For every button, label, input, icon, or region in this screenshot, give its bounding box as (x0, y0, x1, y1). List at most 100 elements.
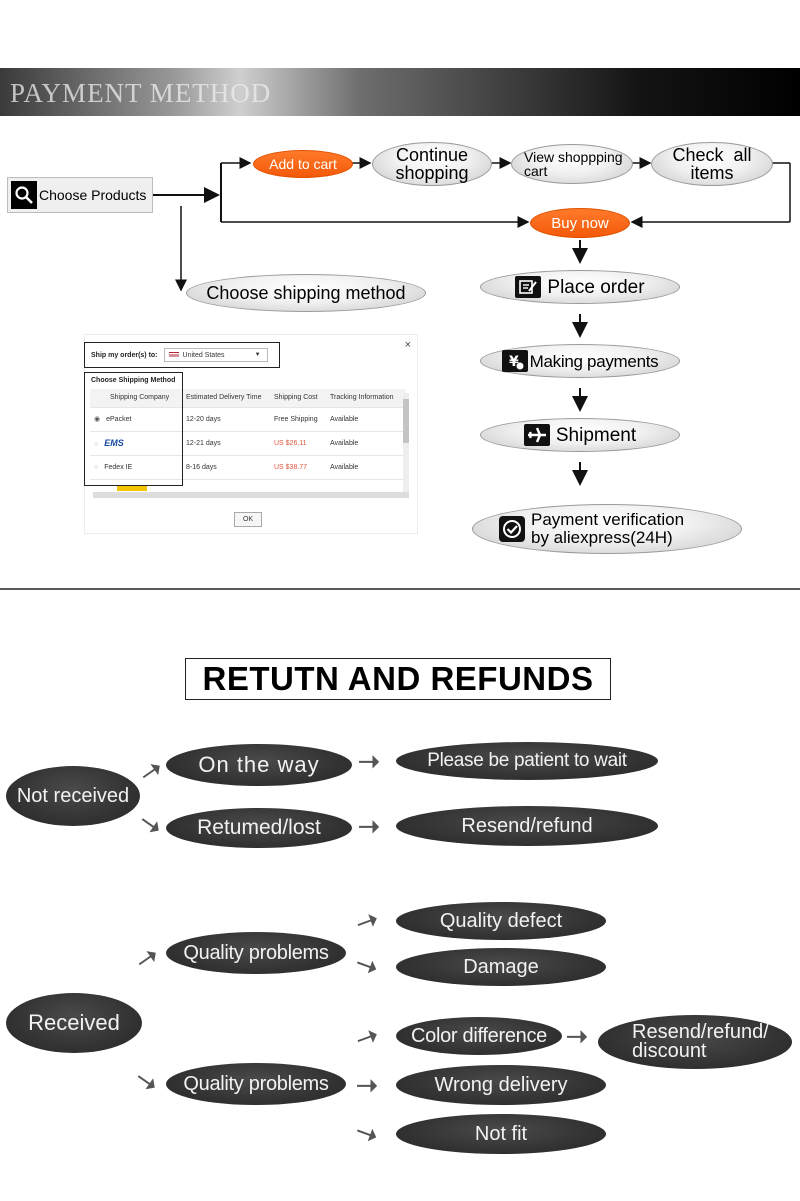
view-cart-line1: View shoppping (524, 149, 623, 165)
check-items-line2: items (690, 163, 734, 183)
time-cell: 12-21 days (182, 431, 270, 456)
svg-text:¥: ¥ (509, 354, 519, 370)
chevron-down-icon: ▼ (254, 352, 261, 358)
horizontal-scrollbar[interactable] (93, 492, 409, 498)
section-header-bar (0, 68, 800, 116)
arrow-down-icon: ➝ (129, 1062, 165, 1100)
company-cell: ◉ ePacket (90, 407, 182, 432)
arrow-right-icon: ➝ (351, 903, 383, 939)
resend-refund-discount-line1: Resend/refund/ (632, 1021, 769, 1043)
country-value: United States (182, 351, 225, 359)
col-time: Estimated Delivery Time (182, 389, 270, 408)
us-flag-icon (168, 352, 179, 358)
view-cart-pill[interactable]: View shoppping cart (511, 144, 633, 184)
arrow-right-icon: ➝ (566, 1021, 588, 1051)
continue-shopping-pill[interactable]: Continue shopping (372, 142, 492, 186)
col-tracking: Tracking Information (326, 389, 406, 408)
method-label: Choose Shipping Method (91, 377, 176, 384)
not-fit-node[interactable]: Not fit (396, 1114, 606, 1154)
check-items-pill[interactable]: Check all items (651, 142, 773, 186)
cost-cell: US $38.77 (270, 455, 326, 480)
verification-text: Payment verification by aliexpress(24H) (531, 511, 684, 547)
check-circle-icon (499, 516, 525, 542)
company-cell: ○EMS (90, 431, 182, 456)
radio-icon[interactable]: ○ (94, 463, 99, 471)
continue-shopping-line2: shopping (395, 163, 469, 183)
company-name: Fedex IE (104, 463, 133, 471)
company-cell: ○ Fedex IE (90, 455, 182, 480)
check-items-line1: Check all (672, 145, 752, 165)
table-row[interactable]: ○Fedex IE 8-16 days US $38.77 Available (90, 455, 406, 480)
verification-line2: by aliexpress(24H) (531, 528, 673, 547)
shipping-table: Shipping Company Estimated Delivery Time… (90, 389, 406, 480)
on-the-way-node[interactable]: On the way (166, 744, 352, 786)
wrong-delivery-node[interactable]: Wrong delivery (396, 1065, 606, 1105)
place-order-label: Place order (547, 276, 645, 298)
dhl-logo-partial (117, 486, 147, 491)
cost-cell: US $26.11 (270, 431, 326, 456)
radio-icon[interactable]: ○ (94, 441, 99, 448)
choose-products-box[interactable]: Choose Products (7, 177, 153, 213)
ok-button[interactable]: OK (234, 512, 262, 527)
col-cost: Shipping Cost (270, 389, 326, 408)
quality-defect-node[interactable]: Quality defect (396, 902, 606, 940)
col-company: Shipping Company (90, 389, 182, 408)
country-select[interactable]: United States ▼ (163, 348, 268, 362)
scrollbar-thumb[interactable] (403, 399, 409, 443)
received-node[interactable]: Received (6, 993, 142, 1053)
arrow-right-icon: ➝ (351, 947, 383, 983)
company-name: ePacket (106, 416, 132, 423)
add-to-cart-pill[interactable]: Add to cart (253, 150, 353, 178)
method-highlight-box: Choose Shipping Method (84, 372, 183, 486)
choose-shipping-pill[interactable]: Choose shipping method (186, 274, 426, 312)
search-icon (11, 181, 37, 209)
damage-node[interactable]: Damage (396, 948, 606, 986)
vertical-scrollbar[interactable] (403, 393, 409, 493)
time-cell: 12-20 days (182, 407, 270, 432)
table-row[interactable]: ○EMS 12-21 days US $26.11 Available (90, 431, 406, 456)
arrow-right-icon: ➝ (351, 1115, 383, 1151)
ship-to-row: Ship my order(s) to: United States ▼ (84, 342, 280, 368)
arrow-right-icon: ➝ (358, 811, 380, 841)
arrow-right-icon: ➝ (351, 1019, 383, 1055)
view-cart-line2: cart (524, 163, 548, 179)
arrow-up-icon: ➝ (133, 752, 169, 790)
returned-lost-node[interactable]: Retumed/lost (166, 808, 352, 848)
flow-connectors (0, 157, 800, 590)
cost-cell: Free Shipping (270, 407, 326, 432)
edit-order-icon (515, 276, 542, 298)
arrow-up-icon: ➝ (129, 939, 165, 977)
quality-problems-node-2[interactable]: Quality problems (166, 1063, 346, 1105)
arrow-down-icon: ➝ (133, 805, 169, 843)
arrow-right-icon: ➝ (356, 1070, 378, 1100)
choose-products-label: Choose Products (39, 187, 147, 203)
continue-shopping-line1: Continue (395, 145, 469, 165)
tracking-cell: Available (326, 431, 406, 456)
not-received-node[interactable]: Not received (6, 766, 140, 826)
making-payments-pill[interactable]: ¥ Making payments (480, 344, 680, 378)
buy-now-pill[interactable]: Buy now (530, 208, 630, 238)
shipment-label: Shipment (555, 424, 637, 446)
color-difference-node[interactable]: Color difference (396, 1017, 562, 1055)
returns-title: RETUTN AND REFUNDS (185, 658, 611, 700)
quality-problems-node-1[interactable]: Quality problems (166, 932, 346, 974)
resend-refund-discount-node[interactable]: Resend/refund/ discount (598, 1015, 792, 1069)
table-header-row: Shipping Company Estimated Delivery Time… (90, 389, 406, 408)
payment-method-title: PAYMENT METHOD (10, 78, 272, 108)
dialog-close-icon[interactable]: × (404, 339, 411, 351)
wait-node[interactable]: Please be patient to wait (396, 742, 658, 780)
table-row[interactable]: ◉ ePacket 12-20 days Free Shipping Availa… (90, 407, 406, 432)
payment-verification-pill[interactable]: Payment verification by aliexpress(24H) (472, 504, 742, 554)
tracking-cell: Available (326, 455, 406, 480)
resend-refund-node[interactable]: Resend/refund (396, 806, 658, 846)
making-payments-label: Making payments (529, 351, 659, 371)
arrow-right-icon: ➝ (358, 746, 380, 776)
tracking-cell: Available (326, 407, 406, 432)
verification-line1: Payment verification (531, 510, 685, 530)
place-order-pill[interactable]: Place order (480, 270, 680, 304)
yen-payment-icon: ¥ (501, 350, 528, 372)
radio-selected-icon[interactable]: ◉ (94, 416, 101, 423)
resend-refund-discount-line2: discount (632, 1040, 707, 1062)
shipping-dialog: × Ship my order(s) to: United States ▼ C… (84, 334, 418, 534)
shipment-pill[interactable]: Shipment (480, 418, 680, 452)
